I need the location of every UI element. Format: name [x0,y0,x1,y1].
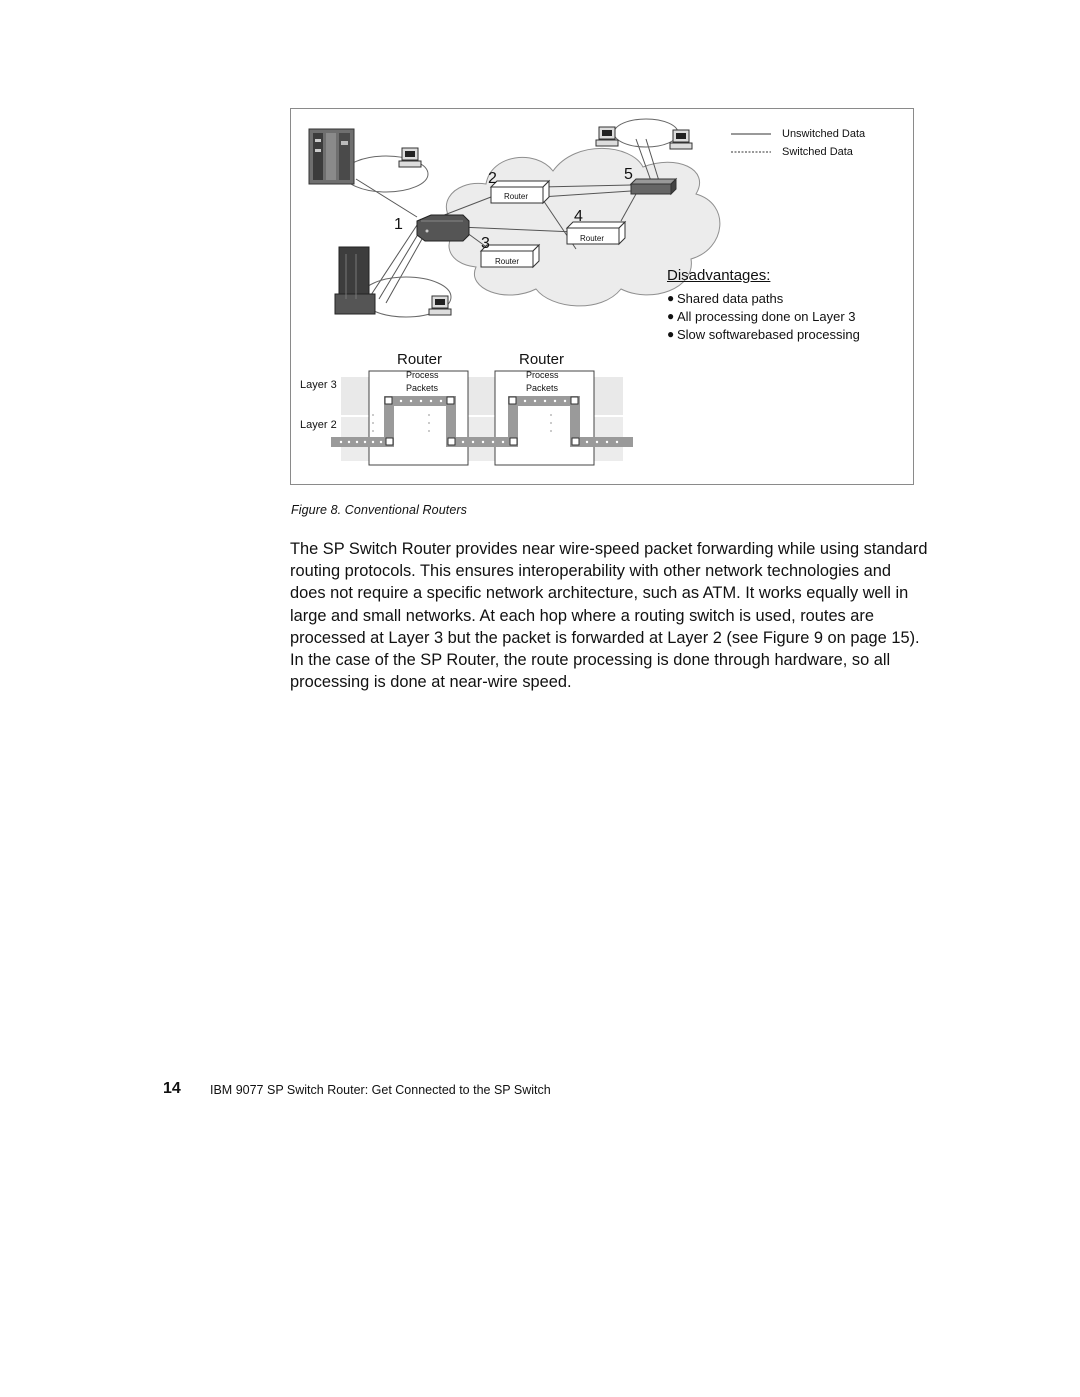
network-diagram [308,118,771,466]
node-number-4: 4 [574,208,583,225]
node-number-3: 3 [481,235,490,252]
legend-switched-label: Switched Data [782,146,853,158]
body-paragraph: The SP Switch Router provides near wire-… [290,540,928,692]
node-number-2: 2 [488,170,497,187]
router-2-icon [489,179,551,205]
figure-8-frame: Unswitched Data Switched Data 1 2 3 4 5 … [290,108,914,485]
router-5-icon [629,177,678,196]
bullet-icon: ● [667,327,675,341]
router-1-icon [416,214,470,242]
router-3-label: Router [495,257,520,266]
disadvantage-item: All processing done on Layer 3 [677,309,856,324]
router-title-1: Router [397,351,443,368]
node-number-5: 5 [624,166,633,183]
router-4-icon [565,220,627,246]
disadvantages-heading: Disadvantages: [667,267,771,284]
layer2-label: Layer 2 [300,419,337,431]
packet-markers [384,396,580,446]
running-footer-title: IBM 9077 SP Switch Router: Get Connected… [210,1083,551,1097]
server-tower-icon [334,246,376,315]
vertical-dots [372,414,552,432]
layer3-label: Layer 3 [300,379,337,391]
packet-dots [339,399,619,444]
process-label-1: Process [406,370,439,380]
packets-label-2: Packets [526,383,559,393]
disadvantage-item: Slow softwarebased processing [677,327,860,342]
bullet-icon: ● [667,291,675,305]
process-label-2: Process [526,370,559,380]
disadvantage-item: Shared data paths [677,291,784,306]
router-title-2: Router [519,351,565,368]
legend-unswitched-label: Unswitched Data [782,128,866,140]
mainframe-icon [308,128,355,185]
router-4-label: Router [580,234,605,243]
node-number-1: 1 [394,216,403,233]
router-2-label: Router [504,192,529,201]
figure-caption: Figure 8. Conventional Routers [291,503,468,517]
router-3-icon [479,243,541,269]
packets-label-1: Packets [406,383,439,393]
bullet-icon: ● [667,309,675,323]
page-number: 14 [163,1080,181,1097]
